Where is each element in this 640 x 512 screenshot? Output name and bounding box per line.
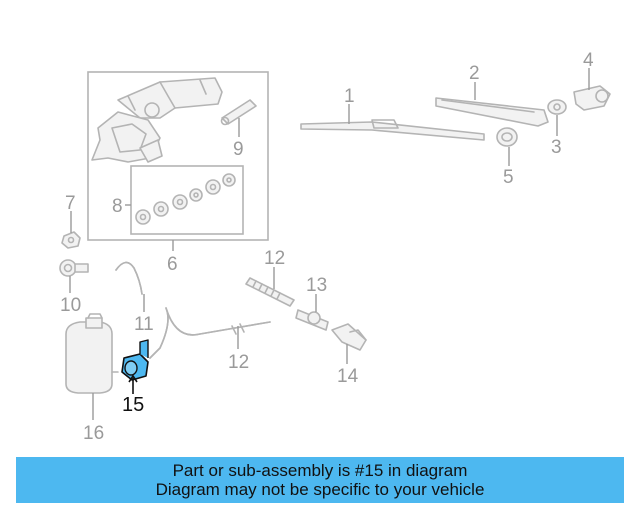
callout-6: 6: [167, 254, 178, 275]
callout-2: 2: [469, 63, 480, 84]
callout-9: 9: [233, 139, 244, 160]
banner-line-2: Diagram may not be specific to your vehi…: [155, 480, 485, 499]
callout-16: 16: [83, 423, 104, 444]
washer-pump-part-15[interactable]: [121, 339, 149, 381]
shaft-part-9[interactable]: [220, 99, 257, 126]
callout-7: 7: [65, 193, 76, 214]
wiper-motor-part[interactable]: [91, 77, 223, 163]
nozzle-part-10[interactable]: [59, 259, 89, 277]
hose-part-12-lower[interactable]: [149, 307, 271, 359]
connector-part-13[interactable]: [295, 309, 329, 331]
callout-5: 5: [503, 167, 514, 188]
check-valve-part-14[interactable]: [331, 323, 367, 351]
callout-12a: 12: [264, 248, 285, 269]
callout-13: 13: [306, 275, 327, 296]
cap-part-4[interactable]: [573, 85, 611, 111]
banner-line-1: Part or sub-assembly is #15 in diagram: [172, 461, 468, 480]
info-banner: Part or sub-assembly is #15 in diagram D…: [16, 457, 624, 503]
callout-3: 3: [551, 137, 562, 158]
callout-11: 11: [134, 314, 154, 335]
bushing-group-box: [130, 165, 244, 235]
callout-1: 1: [344, 86, 355, 107]
wiper-arm-part-2[interactable]: [435, 97, 549, 127]
nut-part-7[interactable]: [61, 231, 81, 249]
grommet-part-5[interactable]: [496, 127, 518, 147]
reservoir-part-16[interactable]: [65, 313, 119, 394]
callout-12b: 12: [228, 352, 249, 373]
callout-15: 15: [122, 394, 144, 416]
leader-15-arrow: [128, 374, 138, 383]
bushings-part-8[interactable]: [135, 173, 236, 225]
nut-part-3[interactable]: [547, 99, 567, 115]
elbow-hose-part-11[interactable]: [115, 261, 143, 295]
callout-8: 8: [112, 196, 123, 217]
wiper-blade-part-1[interactable]: [300, 119, 485, 141]
callout-10: 10: [60, 295, 81, 316]
motor-group-box: [87, 71, 269, 241]
tube-part-12-upper[interactable]: [245, 277, 295, 307]
callout-4: 4: [583, 50, 594, 71]
callout-14: 14: [337, 366, 359, 387]
